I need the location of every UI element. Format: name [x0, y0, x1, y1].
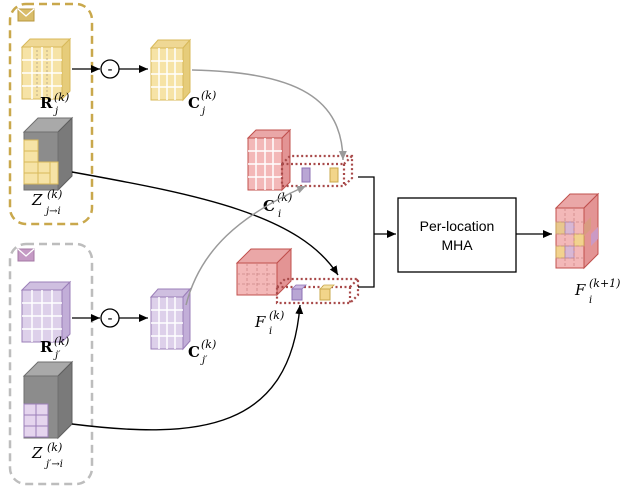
z-j-label: Z	[31, 191, 43, 209]
minus-symbol-bottom: -	[107, 311, 112, 327]
c-j-grid	[149, 38, 192, 102]
z-jprime-block	[22, 360, 74, 440]
mha-box: Per-location MHA	[397, 197, 517, 273]
arrow-zjp-to-fi	[71, 304, 304, 431]
f-i-sup: (k)	[269, 309, 284, 322]
minus-op-top: -	[72, 59, 148, 79]
f-out-sup: (k+1)	[589, 277, 620, 290]
agent-jprime-frame	[8, 242, 94, 486]
r-j-sub: j	[53, 106, 58, 117]
c-i-grid	[246, 128, 292, 192]
z-jprime-sub: j′→i	[44, 459, 63, 470]
arrow-cjp-to-ci	[185, 185, 307, 306]
mha-line1: Per-location	[420, 218, 495, 234]
c-i-selection	[280, 154, 354, 188]
z-j-sub: j→i	[44, 206, 61, 217]
minus-symbol-top: -	[107, 62, 112, 78]
c-jprime-label: C	[188, 343, 200, 361]
z-jprime-sup: (k)	[47, 441, 62, 454]
merge-bracket	[358, 176, 396, 288]
f-i-label: F	[254, 313, 266, 331]
f-out-label: F	[574, 281, 586, 299]
mha-line2: MHA	[441, 237, 473, 253]
c-i-label: C	[263, 197, 275, 215]
envelope-icon	[17, 248, 35, 262]
r-jprime-sub: j′	[53, 350, 61, 361]
f-out-volume	[554, 192, 600, 270]
c-jprime-grid	[149, 287, 192, 351]
c-i-sub: i	[278, 209, 281, 220]
f-out-sub: i	[589, 295, 592, 306]
c-j-sub: j	[200, 106, 205, 117]
f-i-sub: i	[269, 326, 272, 337]
z-j-sup: (k)	[47, 188, 62, 201]
r-j-label: R	[40, 94, 53, 112]
c-j-label: C	[188, 94, 200, 112]
r-jprime-sup: (k)	[54, 335, 69, 348]
z-jprime-label: Z	[31, 444, 43, 462]
f-i-selection	[275, 277, 360, 305]
r-j-grid	[20, 37, 72, 101]
envelope-icon	[17, 8, 35, 22]
minus-op-bottom: -	[72, 308, 148, 328]
c-jprime-sup: (k)	[201, 338, 216, 351]
arrow-zj-to-fi	[71, 171, 339, 276]
c-jprime-sub: j′	[200, 355, 208, 366]
z-j-block	[22, 116, 74, 192]
r-j-sup: (k)	[54, 91, 69, 104]
r-jprime-grid	[20, 280, 72, 344]
arrow-cj-to-ci	[191, 69, 347, 161]
r-jprime-label: R	[40, 338, 53, 356]
c-j-sup: (k)	[201, 89, 216, 102]
agent-j-frame	[8, 2, 94, 226]
